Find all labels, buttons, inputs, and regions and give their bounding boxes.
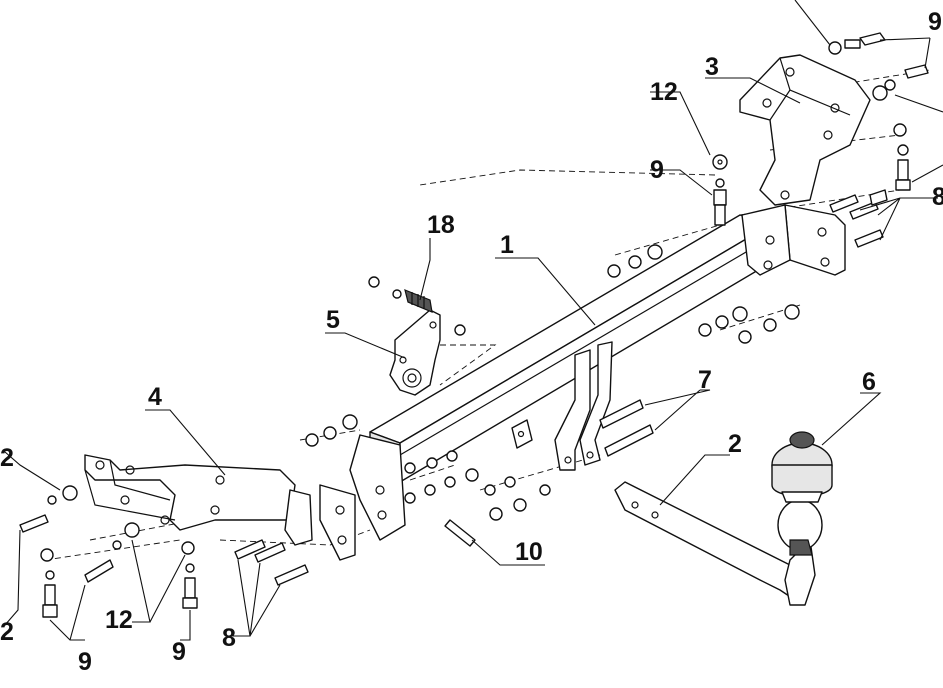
callout-2: 2 — [728, 430, 742, 458]
callout-8-left: 8 — [222, 624, 236, 652]
callout-9-center: 9 — [650, 156, 664, 184]
callout-8-right: 8 — [932, 183, 943, 211]
callout-7: 7 — [698, 366, 712, 394]
towball-arm — [614, 481, 823, 606]
leader-lines — [4, 0, 943, 641]
main-crossbar — [319, 204, 846, 561]
callout-2-left-top: 2 — [0, 444, 14, 472]
callouts: 1 2 3 4 5 6 7 8 8 9 9 9 9 10 12 12 2 2 1… — [0, 8, 943, 676]
callout-9-top-right: 9 — [928, 8, 942, 36]
callout-10: 10 — [515, 538, 543, 566]
socket-plate — [389, 309, 441, 396]
callout-18: 18 — [427, 211, 455, 239]
callout-9-bottom-center: 9 — [172, 638, 186, 666]
spring-fastener — [368, 276, 466, 336]
callout-1: 1 — [500, 231, 514, 259]
callout-3: 3 — [705, 53, 719, 81]
fasteners — [19, 32, 929, 618]
left-side-bracket — [84, 454, 313, 546]
callout-9-bottom-left: 9 — [78, 648, 92, 676]
callout-12-bottom: 12 — [105, 606, 133, 634]
callout-5: 5 — [326, 306, 340, 334]
ball-cover — [771, 431, 833, 503]
callout-2-left-bottom: 2 — [0, 618, 14, 646]
callout-6: 6 — [862, 368, 876, 396]
callout-4: 4 — [148, 383, 162, 411]
callout-12-center: 12 — [650, 78, 678, 106]
right-side-bracket — [739, 54, 871, 206]
